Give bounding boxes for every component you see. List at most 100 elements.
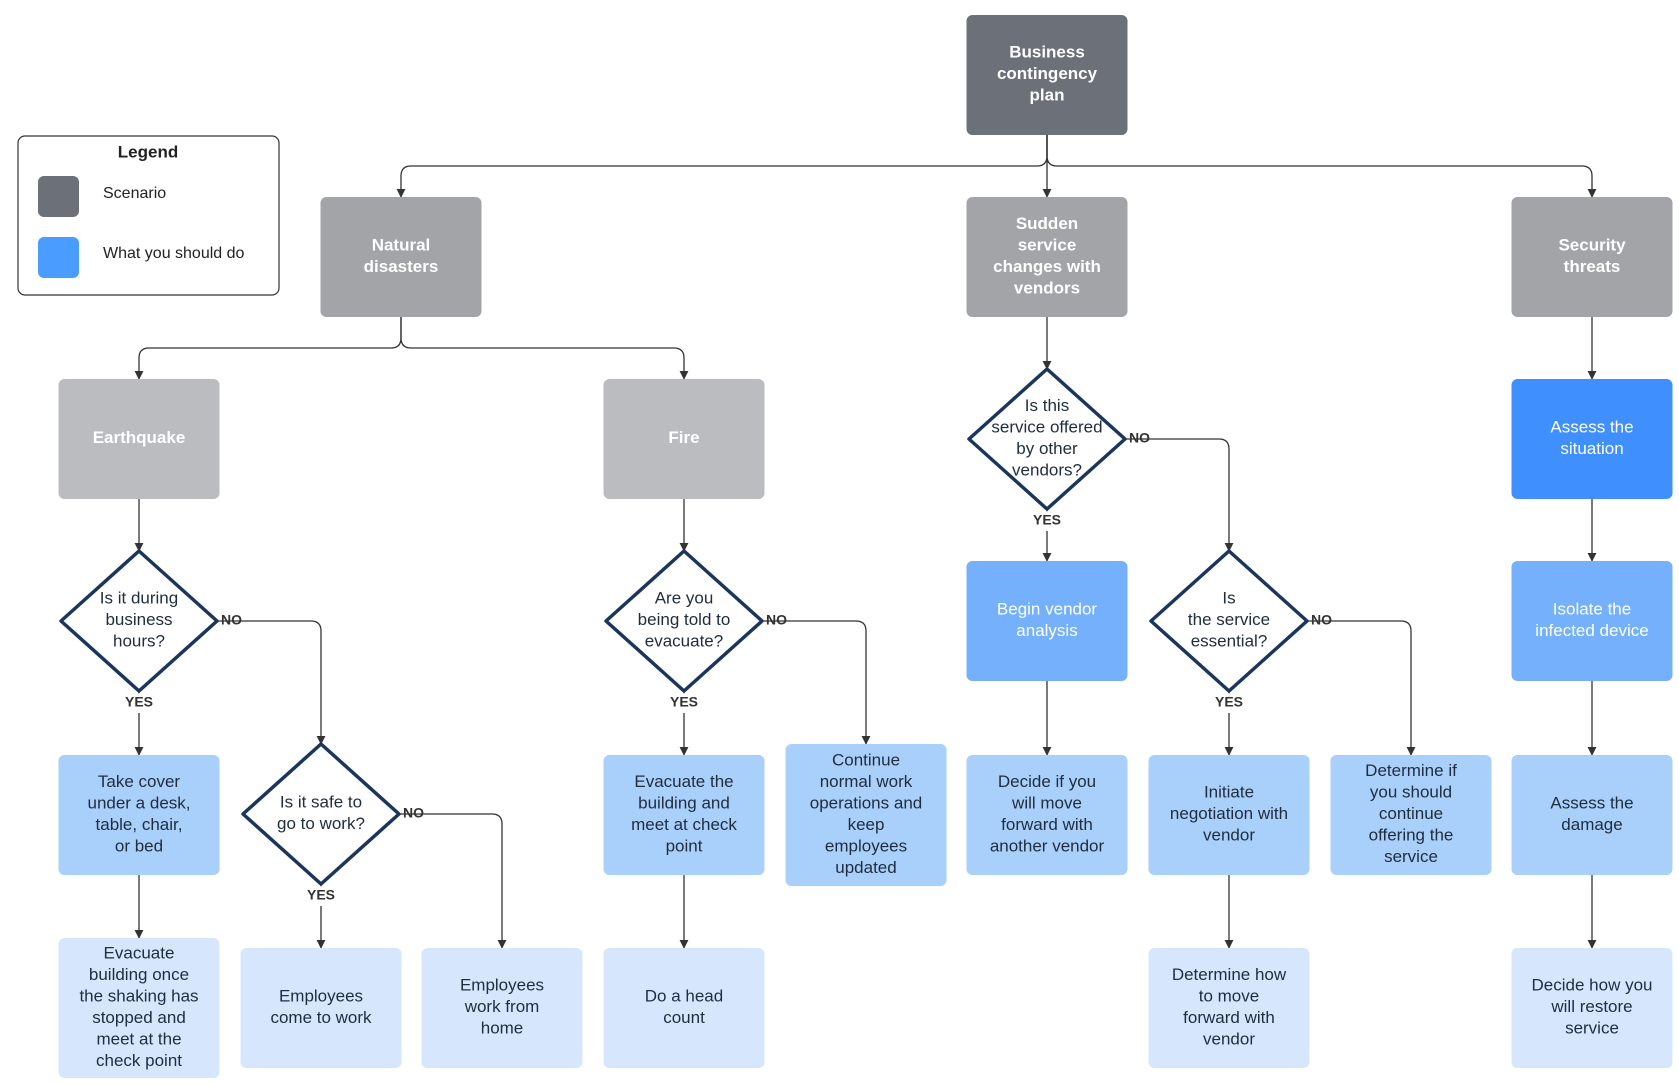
assess-damage-box xyxy=(1511,755,1673,875)
conn-root-security xyxy=(1046,135,1597,198)
q-essential-diamond xyxy=(1149,549,1309,693)
legend: Legend Scenario What you should do xyxy=(17,135,280,296)
yes-label-q-safe-to-work: YES xyxy=(307,887,335,903)
conn-other-no xyxy=(1125,438,1234,552)
vendor-analysis-box xyxy=(966,561,1128,681)
q-safe-to-work-diamond xyxy=(241,742,401,886)
yes-label-q-other-vendors: YES xyxy=(1033,512,1061,528)
q-business-hours-diamond xyxy=(59,549,219,693)
vendor-changes-box xyxy=(966,197,1128,317)
no-label-q-other-vendors: NO xyxy=(1129,430,1150,446)
earthquake-label: Earthquake xyxy=(93,428,186,447)
yes-label-q-essential: YES xyxy=(1215,694,1243,710)
conn-root-natural xyxy=(396,135,1048,198)
node-earthquake: Earthquake xyxy=(58,379,220,499)
determine-continue-box xyxy=(1330,755,1492,875)
decide-move-forward-box xyxy=(966,755,1128,875)
legend-swatch-action xyxy=(38,237,79,278)
no-label-q-business-hours: NO xyxy=(221,612,242,628)
evacuate-fire-box xyxy=(603,755,765,875)
q-evacuate-diamond xyxy=(604,549,764,693)
isolate-device-box xyxy=(1511,561,1673,681)
legend-label-action: What you should do xyxy=(103,245,245,262)
conn-essential-no xyxy=(1307,620,1416,756)
conn-natural-fire xyxy=(400,317,689,380)
head-count-box xyxy=(603,948,765,1068)
root-box xyxy=(966,15,1128,135)
employees-come-box xyxy=(240,948,402,1068)
legend-title: Legend xyxy=(118,142,178,161)
determine-how-box xyxy=(1148,948,1310,1068)
q-other-vendors-diamond xyxy=(967,367,1127,511)
security-threats-box xyxy=(1511,197,1673,317)
restore-service-box xyxy=(1511,948,1673,1068)
continue-work-box xyxy=(785,744,947,886)
conn-bh-no xyxy=(217,620,326,745)
initiate-negotiation-box xyxy=(1148,755,1310,875)
fire-box xyxy=(603,379,765,499)
take-cover-box xyxy=(58,755,220,875)
legend-label-scenario: Scenario xyxy=(103,185,166,202)
legend-swatch-scenario xyxy=(38,176,79,217)
conn-safe-no xyxy=(399,813,507,949)
yes-label-q-evacuate: YES xyxy=(670,694,698,710)
node-fire: Fire xyxy=(603,379,765,499)
assess-situation-box xyxy=(1511,379,1673,499)
no-label-q-safe-to-work: NO xyxy=(403,805,424,821)
employees-home-box xyxy=(421,948,583,1068)
natural-disasters-box xyxy=(320,197,482,317)
no-label-q-evacuate: NO xyxy=(766,612,787,628)
evacuate-building-shaking-box xyxy=(58,938,220,1078)
conn-evac-no xyxy=(762,620,871,745)
legend-box xyxy=(17,135,280,296)
